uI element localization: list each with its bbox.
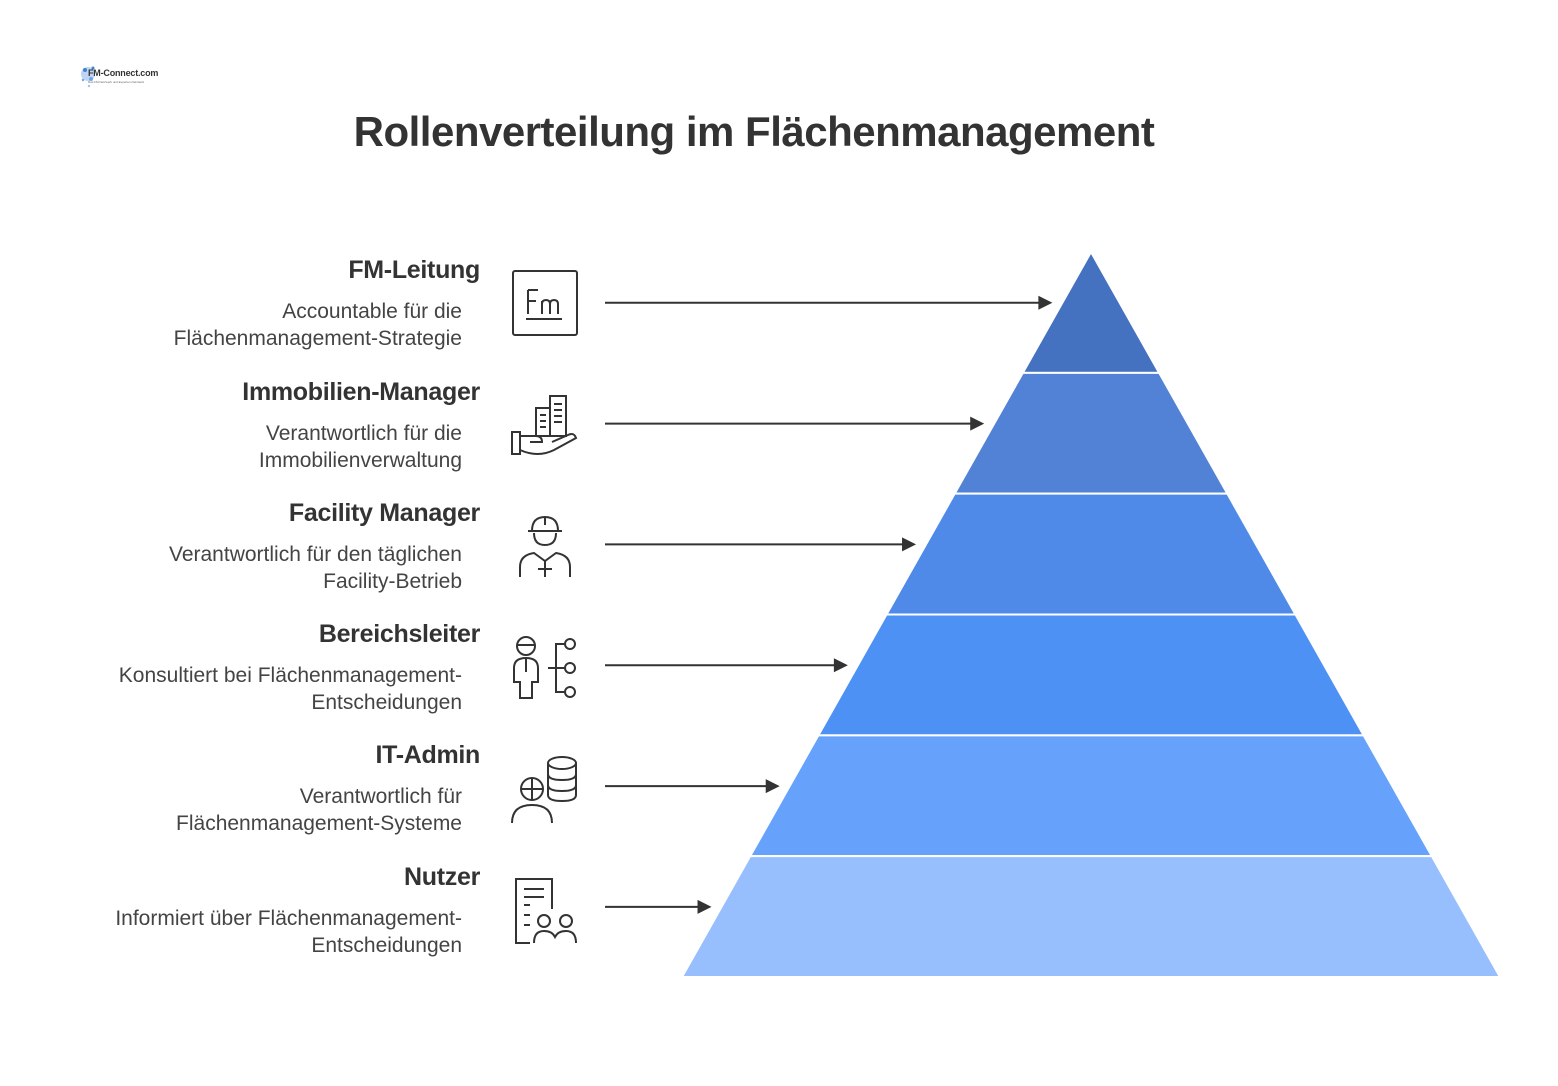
role-description-line: Konsultiert bei Flächenmanagement- xyxy=(118,664,462,687)
role-description: Accountable für die Flächenmanagement-St… xyxy=(20,298,480,352)
pyramid-layer xyxy=(748,734,1434,858)
role-description: Informiert über Flächenmanagement- Entsc… xyxy=(20,905,480,959)
role-description-line: Entscheidungen xyxy=(311,934,462,957)
fm-connect-logo xyxy=(81,66,95,88)
pyramid-layer xyxy=(952,371,1230,495)
worker-helmet-icon xyxy=(508,509,582,583)
page-title: Rollenverteilung im Flächenmanagement xyxy=(353,108,1155,155)
role-fm-leitung: FM-Leitung Accountable für die Flächenma… xyxy=(20,256,481,352)
role-description: Verantwortlich für Flächenmanagement-Sys… xyxy=(20,783,480,837)
role-description-line: Verantwortlich für die xyxy=(265,422,462,445)
connector-arrow-head xyxy=(765,779,780,794)
role-nutzer: Nutzer Informiert über Flächenmanagement… xyxy=(20,863,480,959)
role-bereichsleiter: Bereichsleiter Konsultiert bei Flächenma… xyxy=(20,620,481,716)
admin-database-icon xyxy=(508,751,582,825)
role-description-line: Verantwortlich für den täglichen xyxy=(168,543,462,566)
role-description-line: Entscheidungen xyxy=(311,691,462,714)
pyramid-layer xyxy=(816,613,1366,737)
role-title: IT-Admin xyxy=(375,741,480,769)
role-description-line: Flächenmanagement-Strategie xyxy=(173,327,462,350)
pyramid-layer xyxy=(680,855,1502,978)
users-document-icon xyxy=(508,873,582,947)
role-immobilien-manager: Immobilien-Manager Verantwortlich für di… xyxy=(20,378,480,474)
role-description: Verantwortlich für den täglichen Facilit… xyxy=(20,541,480,595)
connector-arrow-head xyxy=(970,416,985,431)
role-description: Konsultiert bei Flächenmanagement- Entsc… xyxy=(20,662,480,716)
role-description-line: Facility-Betrieb xyxy=(323,570,462,593)
role-title: Immobilien-Manager xyxy=(242,378,480,406)
fm-box-icon xyxy=(508,266,582,340)
logo-tagline: Das FM-Netzwerk und Experten-Netzwerk xyxy=(88,80,145,84)
role-description-line: Immobilienverwaltung xyxy=(258,449,462,472)
role-description: Verantwortlich für die Immobilienverwalt… xyxy=(20,420,480,474)
building-in-hand-icon xyxy=(508,388,582,462)
connector-arrow-head xyxy=(1038,295,1053,310)
role-title: Facility Manager xyxy=(288,499,480,527)
connector-arrow-head xyxy=(902,537,917,552)
role-title: FM-Leitung xyxy=(348,256,480,284)
role-facility-manager: Facility Manager Verantwortlich für den … xyxy=(20,499,480,595)
logo-name: FM-Connect.com xyxy=(88,68,159,78)
role-title: Nutzer xyxy=(404,863,480,891)
role-description-line: Accountable für die xyxy=(282,300,462,323)
role-description-line: Informiert über Flächenmanagement- xyxy=(115,907,462,930)
role-description-line: Flächenmanagement-Systeme xyxy=(176,812,462,835)
role-title: Bereichsleiter xyxy=(318,620,480,648)
manager-hierarchy-icon xyxy=(508,630,582,704)
pyramid-layer xyxy=(884,492,1298,616)
role-description-line: Verantwortlich für xyxy=(299,785,462,808)
pyramid-layer xyxy=(1021,249,1161,374)
role-it-admin: IT-Admin Verantwortlich für Flächenmanag… xyxy=(20,741,480,837)
connector-arrow-head xyxy=(833,658,848,673)
connector-arrow-head xyxy=(697,899,712,914)
